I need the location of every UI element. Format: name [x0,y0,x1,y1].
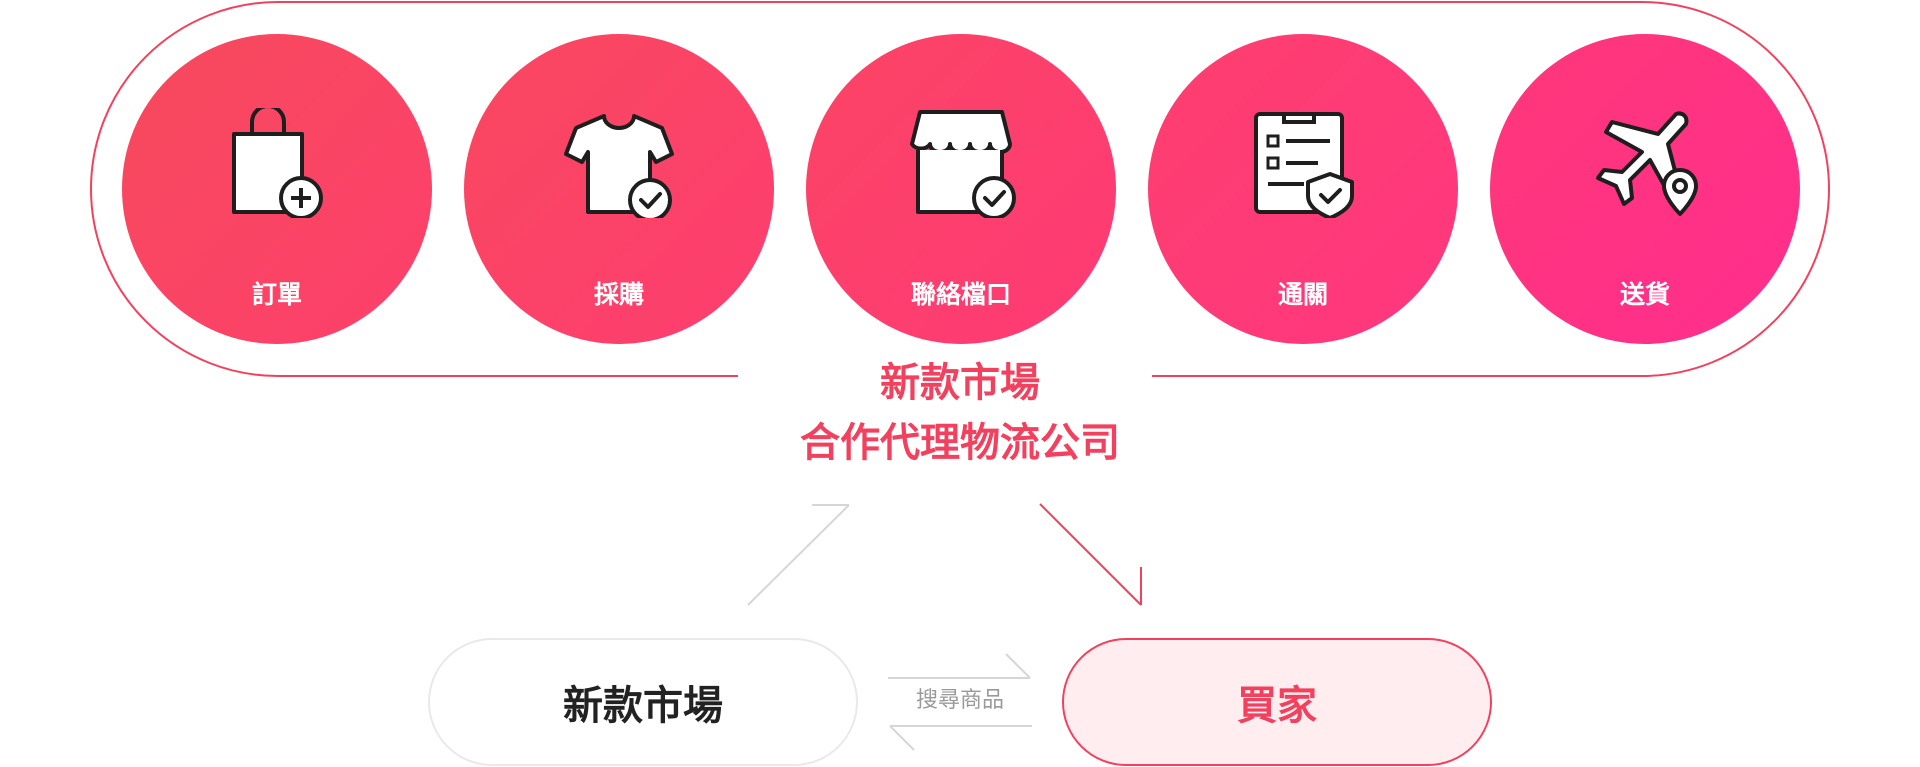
airplane-location-icon [1596,111,1698,216]
step-order: 訂單 [122,34,432,344]
market-node-label: 新款市場 [563,683,723,729]
step-label: 送貨 [1619,280,1670,309]
step-delivery: 送貨 [1490,34,1800,344]
arrow-market-to-buyer [888,653,1031,679]
step-label: 採購 [593,280,644,309]
agent-title-line2: 合作代理物流公司 [800,420,1120,466]
step-purchase: 採購 [464,34,774,344]
shirt-check-icon [564,114,674,218]
agent-title-line1: 新款市場 [880,360,1040,406]
arrow-agent-to-buyer [1039,503,1142,606]
storefront-check-icon [910,110,1016,218]
step-label: 通關 [1277,280,1328,309]
buyer-node: 買家 [1062,638,1492,766]
step-contact-stall: 聯絡檔口 [806,34,1116,344]
arrow-buyer-to-market [889,725,1032,751]
step-customs: 通關 [1148,34,1458,344]
shopping-bag-add-icon [232,108,323,218]
step-label: 聯絡檔口 [910,280,1011,309]
clipboard-shield-icon [1254,112,1354,218]
buyer-node-label: 買家 [1237,683,1317,729]
search-products-label: 搜尋商品 [915,688,1004,713]
step-label: 訂單 [251,280,302,309]
arrow-market-to-agent [747,504,850,606]
steps-frame [90,0,1830,377]
market-node: 新款市場 [428,638,858,766]
